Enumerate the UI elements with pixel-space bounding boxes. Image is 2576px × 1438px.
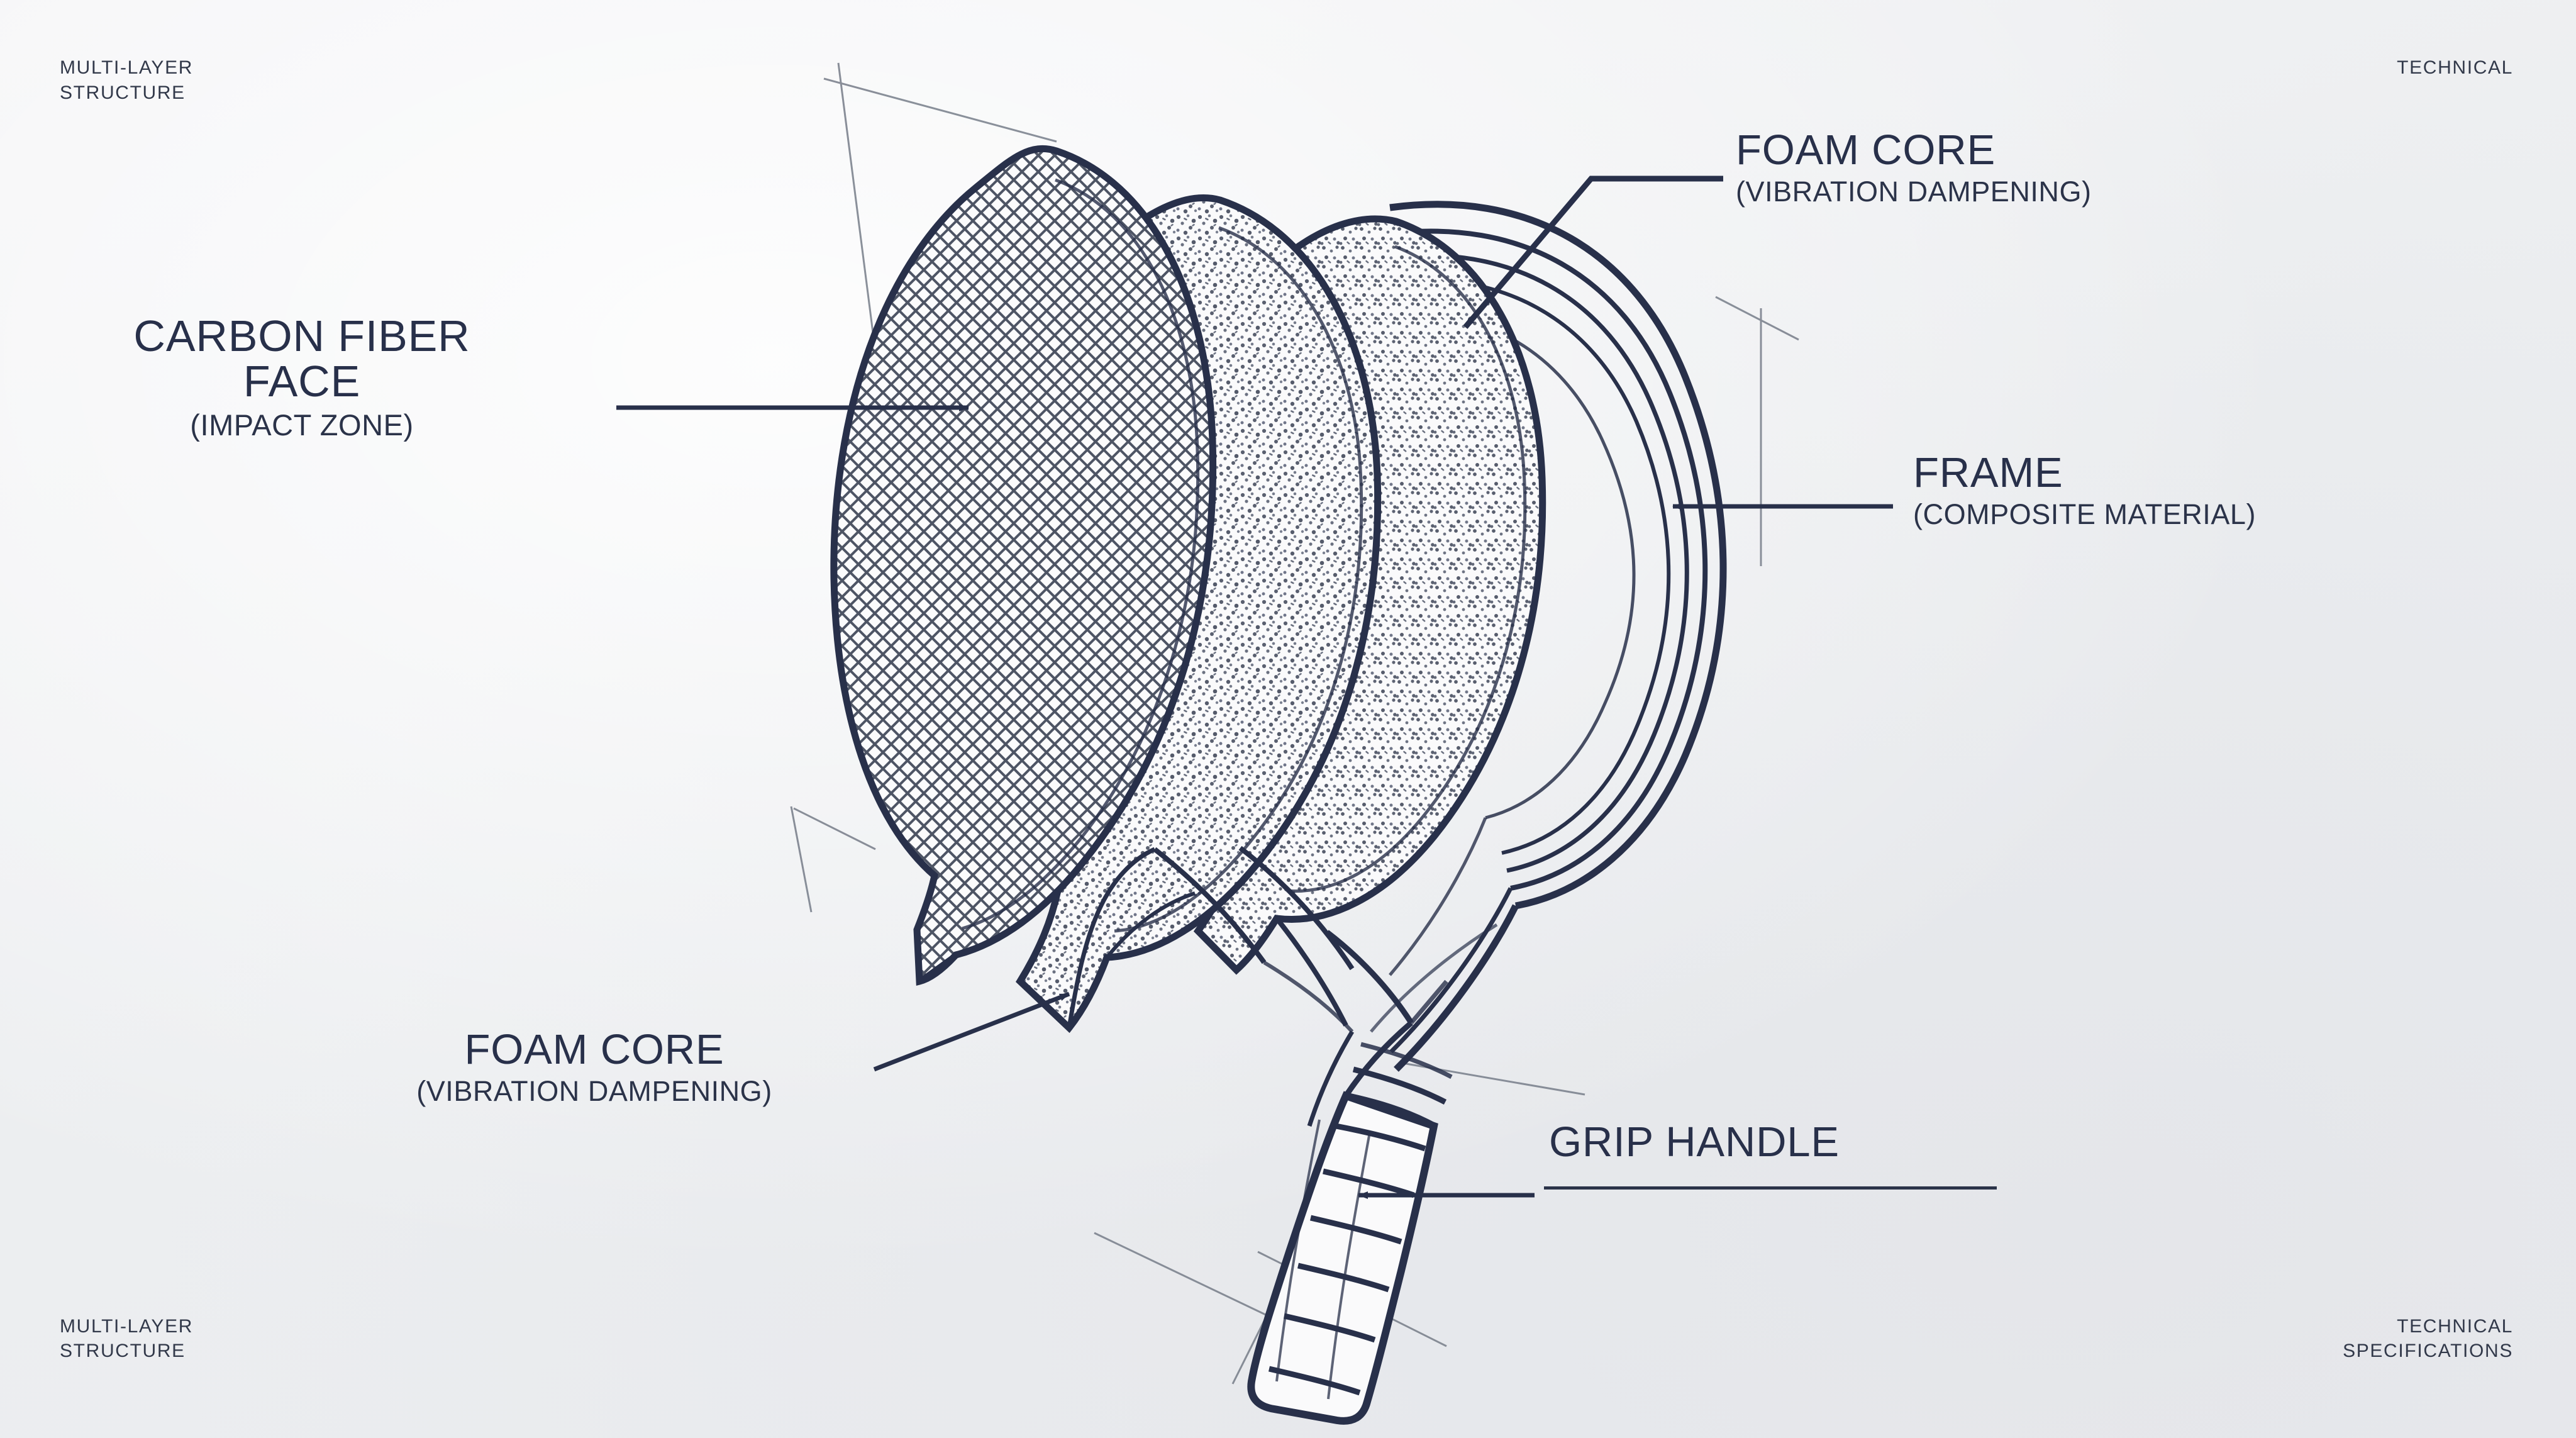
callout-subtitle: (IMPACT ZONE) bbox=[190, 408, 414, 442]
leader-lines bbox=[616, 176, 1893, 1199]
callout-title: FRAME bbox=[1913, 449, 2063, 496]
callout-title: FOAM CORE bbox=[464, 1026, 724, 1073]
grip-handle-underline bbox=[1544, 1186, 1997, 1190]
callout-title: GRIP HANDLE bbox=[1549, 1118, 1840, 1166]
callout-frame: FRAME (COMPOSITE MATERIAL) bbox=[1913, 452, 2256, 530]
callout-carbon-fiber-face: CARBON FIBER FACE (IMPACT ZONE) bbox=[113, 313, 491, 441]
callout-subtitle: (COMPOSITE MATERIAL) bbox=[1913, 498, 2256, 530]
callout-foam-core-bottom: FOAM CORE (VIBRATION DAMPENING) bbox=[296, 1028, 893, 1106]
callout-grip-handle: GRIP HANDLE bbox=[1549, 1121, 1840, 1163]
callout-title: CARBON FIBER FACE bbox=[133, 311, 470, 406]
corner-label-top-right: TECHNICAL bbox=[2397, 57, 2513, 78]
callout-subtitle: (VIBRATION DAMPENING) bbox=[1736, 176, 2092, 208]
frame-composite-rails bbox=[1370, 201, 1727, 1072]
carbon-fiber-face-layer bbox=[830, 145, 1217, 986]
callout-subtitle: (VIBRATION DAMPENING) bbox=[416, 1075, 772, 1107]
leader-foam-core-bottom bbox=[873, 991, 1070, 1072]
frame-throat-yoke bbox=[1307, 930, 1448, 1127]
callout-title: FOAM CORE bbox=[1736, 126, 1996, 174]
corner-label-bottom-left: MULTI-LAYER STRUCTURE bbox=[60, 1315, 194, 1362]
corner-label-bottom-right: TECHNICAL SPECIFICATIONS bbox=[2343, 1315, 2513, 1362]
throat-struts bbox=[1153, 845, 1355, 1034]
callout-foam-core-top: FOAM CORE (VIBRATION DAMPENING) bbox=[1736, 129, 2092, 207]
leader-foam-core-top bbox=[1463, 176, 1723, 329]
grip-handle bbox=[1247, 1042, 1453, 1425]
corner-label-top-left: MULTI-LAYER STRUCTURE bbox=[60, 57, 194, 103]
